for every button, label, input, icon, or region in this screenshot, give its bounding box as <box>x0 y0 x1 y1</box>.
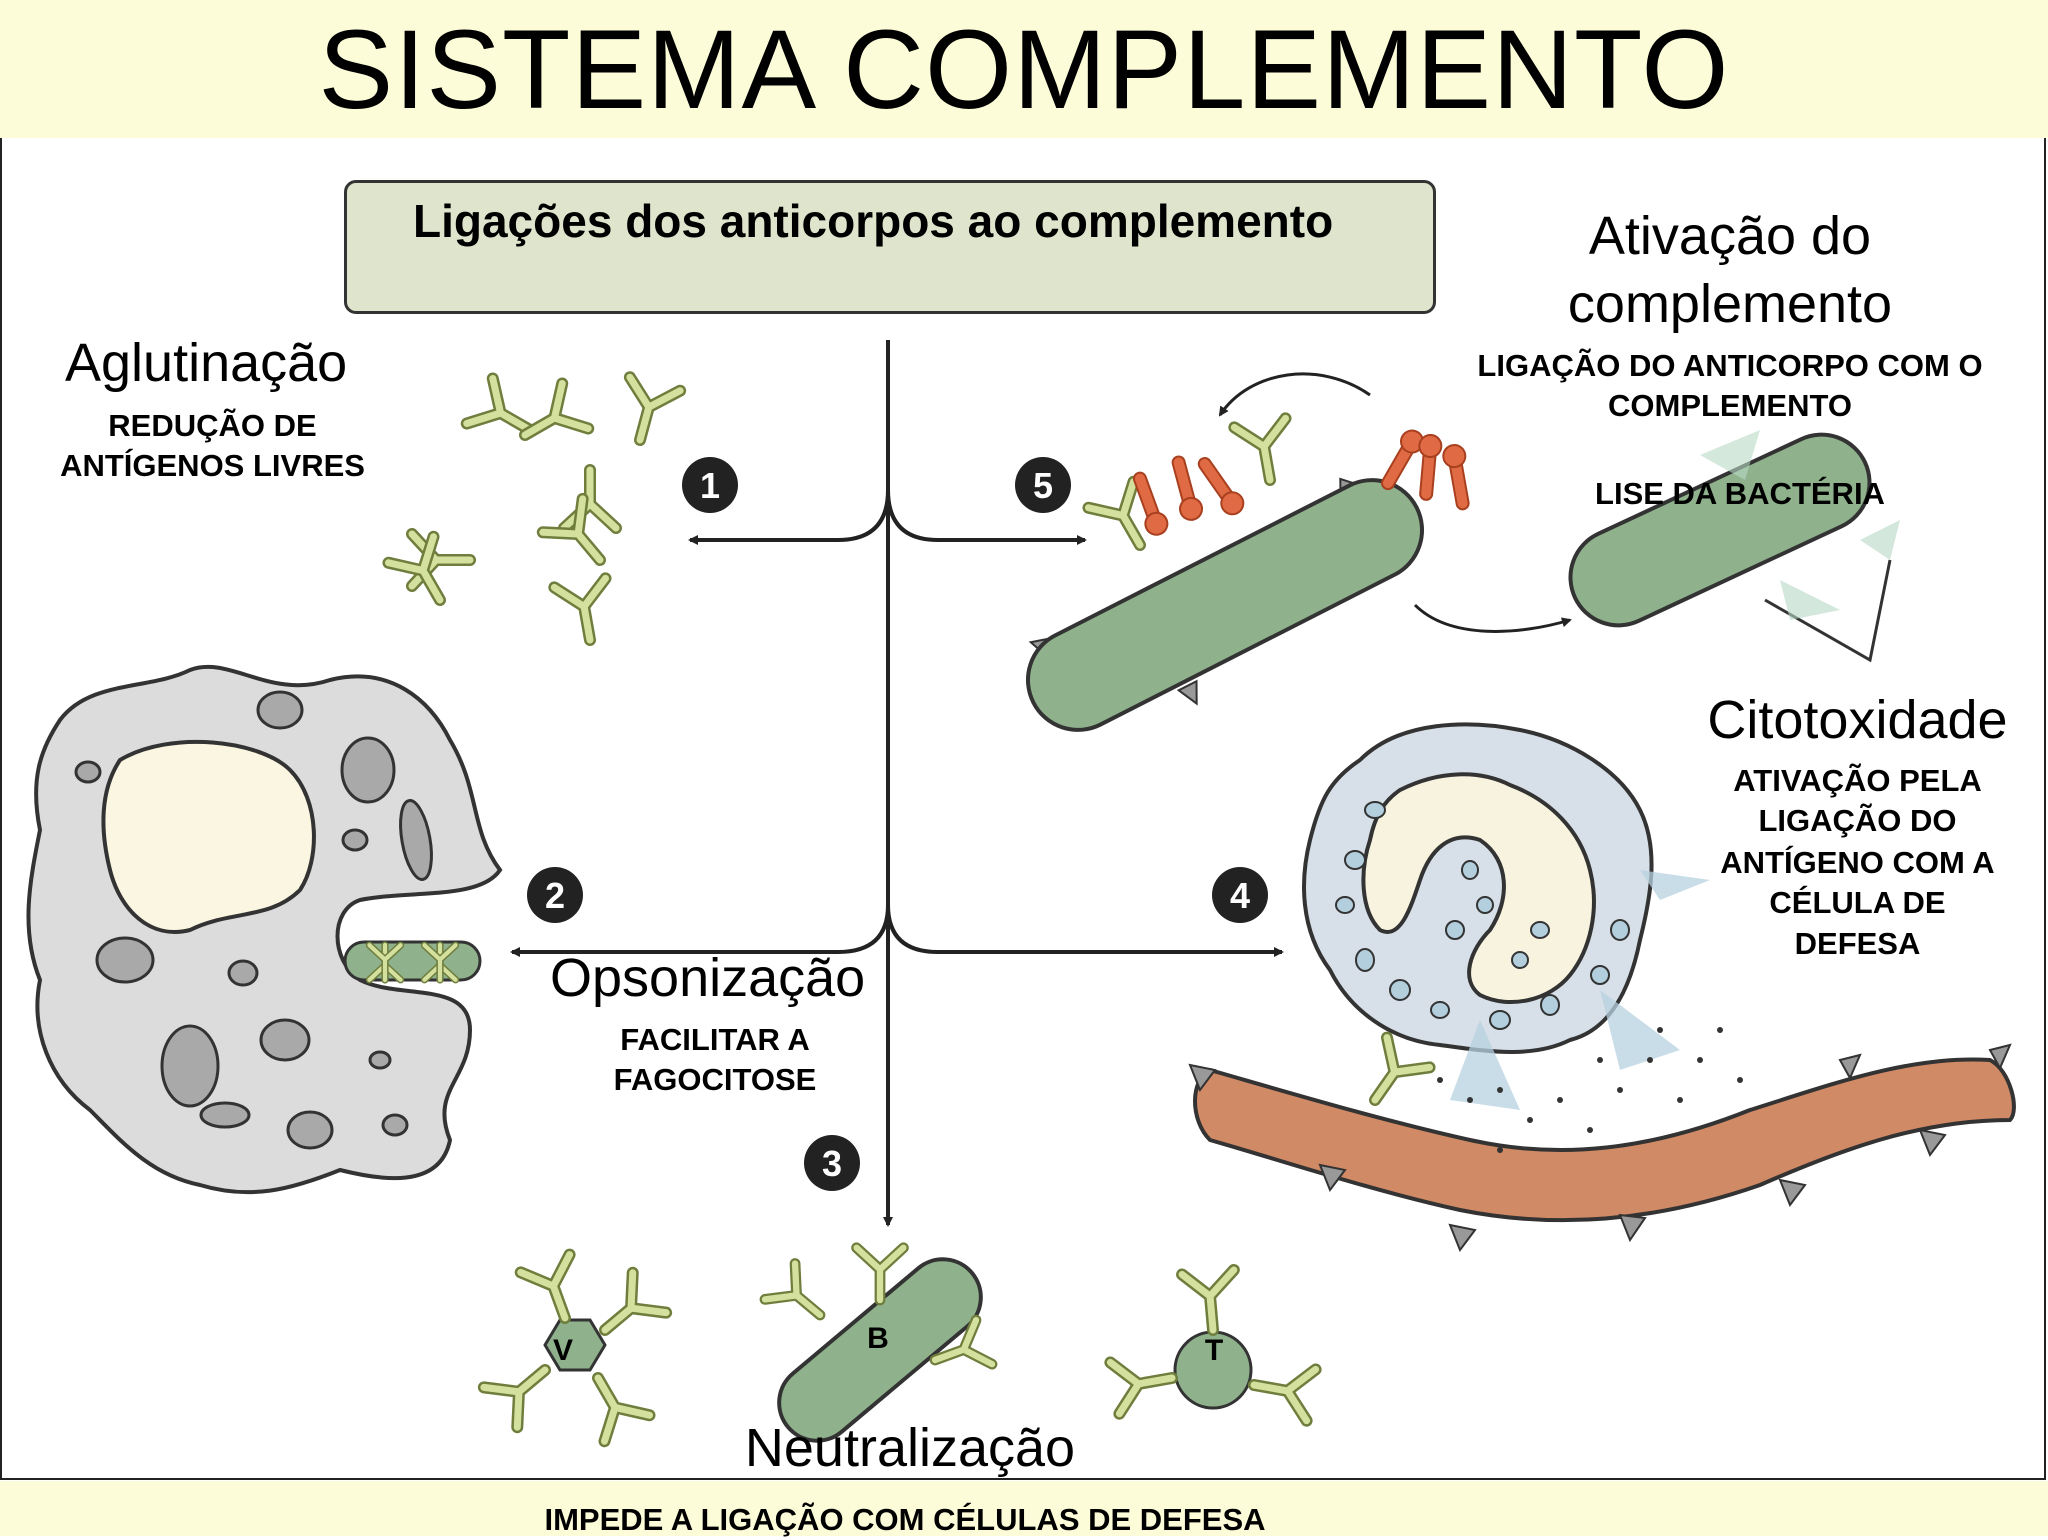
agglutination-antibodies <box>388 377 680 644</box>
central-connector <box>510 340 1284 1227</box>
cytotoxicity-desc-4: CÉLULA DE <box>1769 885 1946 920</box>
agglutination-label: Aglutinação <box>65 333 348 393</box>
step-5-number: 5 <box>1033 465 1053 506</box>
toxin-letter: T <box>1205 1334 1223 1367</box>
footer-bar <box>0 1481 2048 1536</box>
cytotoxicity-desc-2: LIGAÇÃO DO <box>1758 803 1957 838</box>
step-3-number: 3 <box>822 1143 842 1184</box>
activation-desc-1: LIGAÇÃO DO ANTICORPO COM O <box>1477 348 1983 383</box>
step-2-number: 2 <box>545 875 565 916</box>
agglutination-desc-1: REDUÇÃO DE <box>108 408 317 443</box>
virus-letter: V <box>553 1334 573 1367</box>
activation-label-2: complemento <box>1567 274 1893 334</box>
opsonization-desc-1: FACILITAR A <box>620 1022 810 1057</box>
complement-activation-bacterium <box>1025 372 1572 732</box>
header-title: Ligações dos anticorpos ao complemento <box>413 195 1334 247</box>
target-cell <box>1188 1027 2016 1253</box>
diagram-frame <box>0 138 2046 1480</box>
neutralization-group <box>484 1244 1316 1456</box>
cytotoxic-cell <box>1302 722 1710 1114</box>
agglutination-desc-2: ANTÍGENOS LIVRES <box>60 448 365 483</box>
opsonization-label: Opsonização <box>550 948 866 1008</box>
activation-label-1: Ativação do <box>1588 206 1872 266</box>
title-bar <box>0 0 2048 138</box>
activation-desc-2: COMPLEMENTO <box>1608 388 1852 423</box>
lysed-bacterium <box>1568 430 1900 663</box>
cytotoxicity-desc-1: ATIVAÇÃO PELA <box>1733 763 1982 798</box>
phagocyte-cell <box>26 664 503 1195</box>
step-1-number: 1 <box>700 465 720 506</box>
header-box: Ligações dos anticorpos ao complemento <box>344 180 1436 314</box>
cytotoxicity-desc-3: ANTÍGENO COM A <box>1720 845 1995 880</box>
cytotoxicity-desc-5: DEFESA <box>1794 926 1921 961</box>
lysis-label: LISE DA BACTÉRIA <box>1595 476 1885 511</box>
opsonization-desc-2: FAGOCITOSE <box>613 1062 817 1097</box>
neutralization-label: Neutralização <box>744 1418 1076 1478</box>
cytotoxicity-label: Citotoxidade <box>1707 690 2008 750</box>
step-badges: 1 2 3 4 5 <box>527 457 1268 1191</box>
page-title: SISTEMA COMPLEMENTO <box>318 7 1730 132</box>
step-4-number: 4 <box>1230 875 1250 916</box>
neutralization-desc: IMPEDE A LIGAÇÃO COM CÉLULAS DE DEFESA <box>544 1502 1266 1537</box>
bacteria-letter: B <box>867 1322 889 1355</box>
